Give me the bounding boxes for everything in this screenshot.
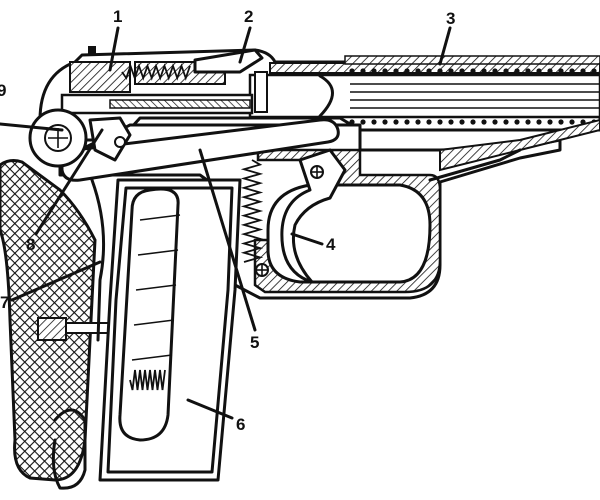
magazine <box>98 178 269 482</box>
spring-coil <box>382 119 388 125</box>
barrel <box>248 73 600 119</box>
spring-coil <box>404 119 410 125</box>
spring-coil <box>536 119 542 125</box>
spring-coil <box>415 119 421 125</box>
spring-coil <box>558 68 564 74</box>
spring-coil <box>426 119 432 125</box>
spring-coil <box>448 68 454 74</box>
callout-9: 9 <box>0 81 6 100</box>
spring-coil <box>536 68 542 74</box>
recoil-spring-coils-lower <box>349 119 597 125</box>
breech-block <box>60 48 268 115</box>
callout-3: 3 <box>446 9 455 28</box>
spring-coil <box>525 68 531 74</box>
callout-4: 4 <box>326 235 336 254</box>
callout-6: 6 <box>236 415 245 434</box>
spring-coil <box>426 68 432 74</box>
spring-coil <box>415 68 421 74</box>
spring-coil <box>393 119 399 125</box>
spring-coil <box>514 119 520 125</box>
spring-coil <box>459 119 465 125</box>
spring-coil <box>470 119 476 125</box>
hammer <box>28 108 132 168</box>
spring-coil <box>360 68 366 74</box>
callout-8: 8 <box>26 235 35 254</box>
frame <box>58 118 600 300</box>
callout-2: 2 <box>244 7 253 26</box>
spring-coil <box>547 119 553 125</box>
spring-coil <box>448 119 454 125</box>
spring-coil <box>371 68 377 74</box>
trigger <box>280 148 347 284</box>
spring-coil <box>547 68 553 74</box>
callout-7: 7 <box>0 293 9 312</box>
spring-coil <box>349 68 355 74</box>
spring-coil <box>349 119 355 125</box>
spring-coil <box>569 119 575 125</box>
spring-coil <box>437 68 443 74</box>
spring-coil <box>492 68 498 74</box>
spring-path <box>121 63 191 81</box>
spring-coil <box>393 68 399 74</box>
spring-coil <box>514 68 520 74</box>
spring-coil <box>503 68 509 74</box>
spring-coil <box>591 68 597 74</box>
spring-coil <box>503 119 509 125</box>
spring-coil <box>459 68 465 74</box>
spring-coil <box>525 119 531 125</box>
recoil-spring-coils <box>349 68 597 74</box>
spring-coil <box>382 68 388 74</box>
spring-coil <box>558 119 564 125</box>
spring-coil <box>569 68 575 74</box>
callout-1: 1 <box>113 7 122 26</box>
callouts: 1 2 3 4 5 6 7 8 9 <box>0 7 455 434</box>
spring-coil <box>481 68 487 74</box>
callout-5: 5 <box>250 333 259 352</box>
spring-coil <box>580 68 586 74</box>
spring-coil <box>492 119 498 125</box>
trigger-spring <box>240 159 264 263</box>
spring-coil <box>470 68 476 74</box>
spring-coil <box>404 68 410 74</box>
grip <box>0 159 111 490</box>
spring-coil <box>437 119 443 125</box>
spring-path <box>240 159 264 263</box>
spring-coil <box>360 119 366 125</box>
leader-lines <box>0 26 452 420</box>
spring-path <box>129 369 166 391</box>
spring-coil <box>481 119 487 125</box>
spring-coil <box>371 119 377 125</box>
